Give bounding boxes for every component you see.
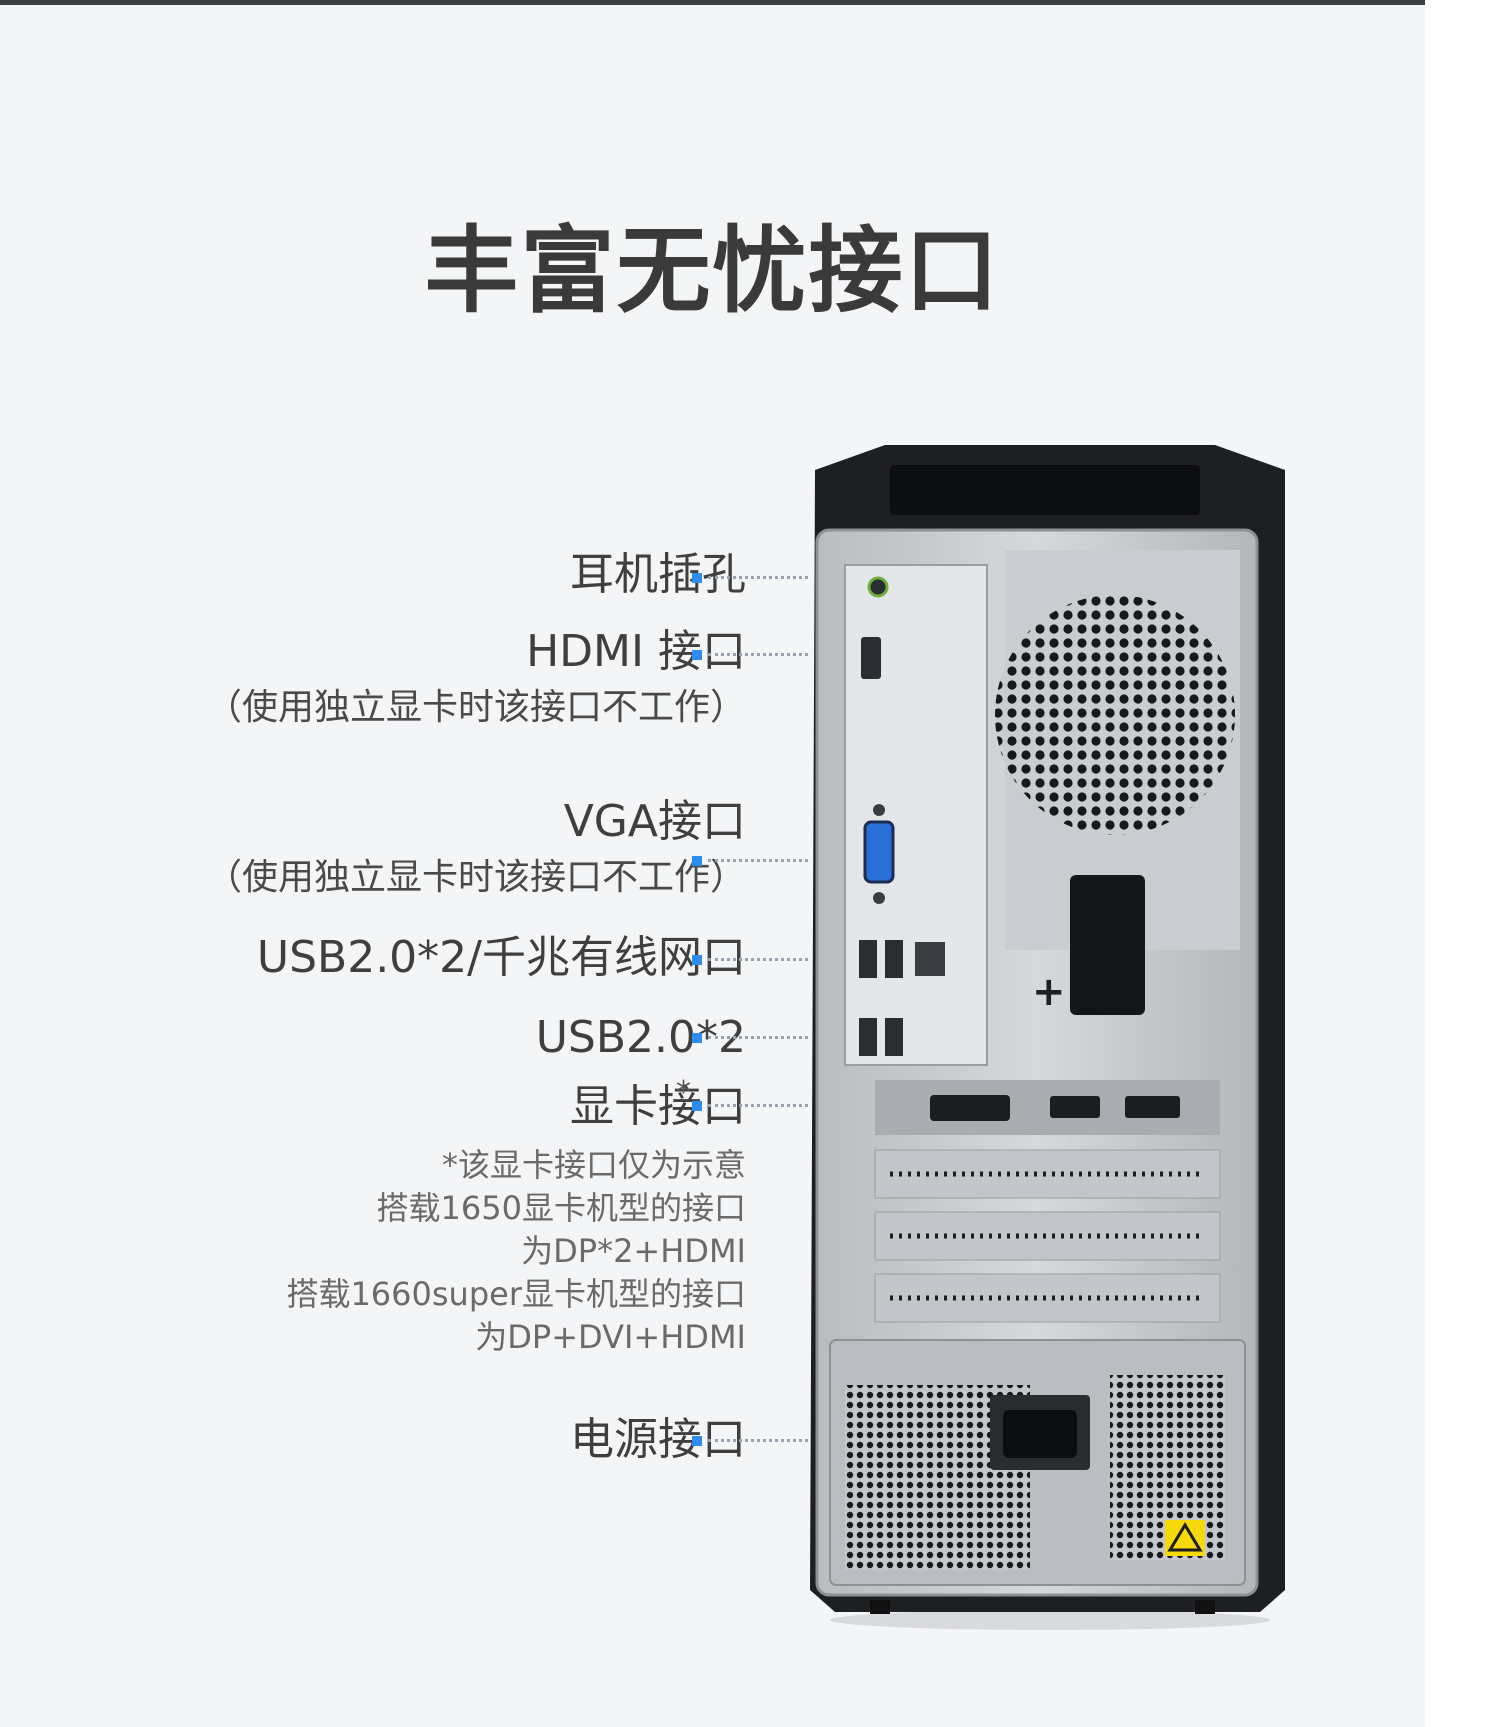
gpu-note-line: 搭载1650显卡机型的接口 [376,1189,746,1227]
usb-port [859,940,877,978]
leader-line-headphone [708,576,808,579]
vga-port [863,820,895,884]
leader-line-gpu [708,1104,808,1107]
marker-usb-lan [692,955,702,965]
dvi-port [930,1095,1010,1121]
usb-port [859,1018,877,1056]
label-headphone-jack: 耳机插孔 [570,549,746,600]
leader-line-usb [708,1036,808,1039]
desktop-tower-rear-illustration: + [810,445,1285,1630]
marker-vga [692,856,702,866]
page-title: 丰富无忧接口 [424,217,1001,326]
marker-power [692,1436,702,1446]
foot [1195,1600,1215,1614]
marker-gpu [692,1101,702,1111]
top-divider-bar [0,0,1425,5]
hdmi-port [861,637,881,679]
marker-usb [692,1033,702,1043]
gpu-note-line: 搭载1660super显卡机型的接口 [286,1275,746,1313]
headphone-jack-icon [867,576,889,598]
top-vent [890,465,1200,515]
foot [870,1600,890,1614]
fan-grille [995,595,1235,835]
ground-mark-icon: + [1032,969,1066,1015]
leader-line-power [708,1439,808,1442]
gpu-note-line: *该显卡接口仅为示意 [441,1146,746,1184]
label-usb-lan: USB2.0*2/千兆有线网口 [256,932,746,983]
vga-screw-bottom [873,892,885,904]
marker-headphone [692,573,702,583]
leader-line-usb-lan [708,958,808,961]
label-vga-port: VGA接口 [563,796,746,847]
label-gpu-port: 显卡接口 [570,1081,746,1132]
gpu-dp-port [1125,1096,1180,1118]
tower-shadow [830,1610,1270,1630]
label-hdmi-port: HDMI 接口 [526,626,746,677]
note-hdmi-port: （使用独立显卡时该接口不工作） [205,687,746,728]
gpu-footnote-star: * [676,1075,691,1110]
warning-triangle-icon [1167,1522,1203,1552]
usb-port [885,1018,903,1056]
gpu-hdmi-port [1050,1096,1100,1118]
gpu-note-line: 为DP*2+HDMI [521,1232,746,1270]
usb-port [885,940,903,978]
note-vga-port: （使用独立显卡时该接口不工作） [205,857,746,898]
gpu-note-line: 为DP+DVI+HDMI [475,1318,746,1356]
power-socket [1003,1410,1077,1458]
cable-cover [1070,875,1145,1015]
marker-hdmi [692,650,702,660]
ethernet-port-icon [915,942,945,976]
leader-line-hdmi [708,653,808,656]
vga-screw-top [873,804,885,816]
leader-line-vga [708,859,808,862]
